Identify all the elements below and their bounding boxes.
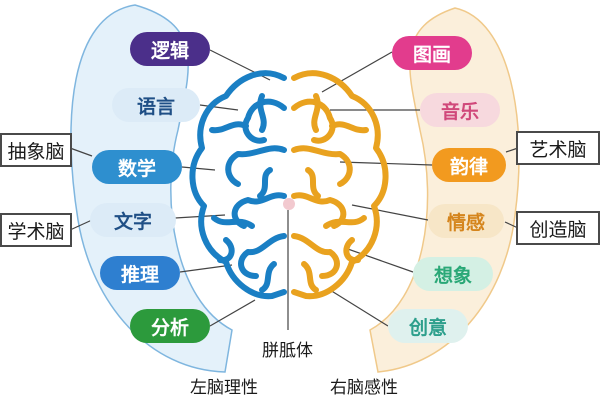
left-hemisphere (189, 70, 287, 300)
right-pill-5: 想象 (413, 257, 493, 291)
right-pill-2: 音乐 (420, 93, 500, 127)
side-label-art-brain: 艺术脑 (516, 131, 600, 165)
side-label-academic-brain: 学术脑 (0, 213, 72, 247)
right-pill-6: 创意 (388, 309, 468, 343)
right-brain-caption: 右脑感性 (330, 378, 398, 398)
right-hemisphere (291, 70, 389, 300)
left-pill-1: 逻辑 (130, 32, 210, 66)
left-brain-caption: 左脑理性 (190, 378, 258, 398)
corpus-callosum-dot (283, 198, 295, 210)
left-pill-4: 文字 (90, 203, 176, 237)
left-pill-6: 分析 (130, 309, 210, 343)
right-pill-3: 韵律 (432, 148, 506, 182)
left-pill-2: 语言 (112, 88, 200, 122)
corpus-callosum-label: 胼胝体 (262, 341, 313, 361)
right-pill-1: 图画 (392, 36, 472, 70)
right-pill-4: 情感 (428, 204, 504, 238)
side-label-abstract-brain: 抽象脑 (0, 133, 72, 167)
side-label-creative-brain: 创造脑 (516, 211, 600, 245)
left-pill-3: 数学 (92, 150, 182, 184)
left-pill-5: 推理 (100, 256, 180, 290)
